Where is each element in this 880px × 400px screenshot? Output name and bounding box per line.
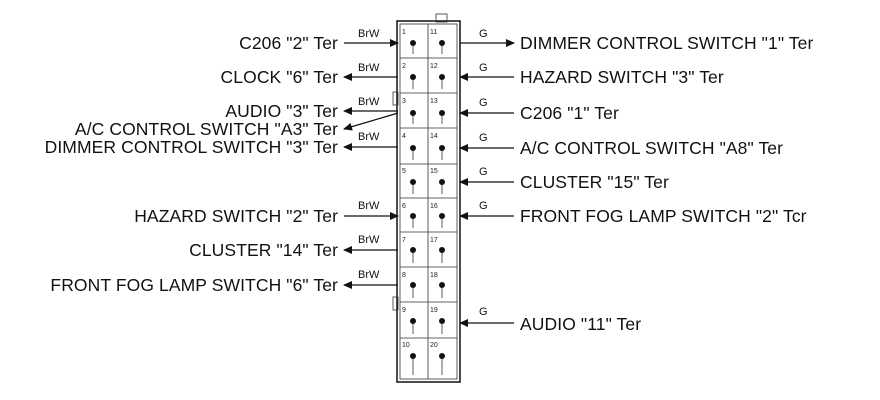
pin-dot bbox=[410, 179, 416, 185]
wire-arrow bbox=[343, 112, 399, 131]
connector-key-lower bbox=[392, 296, 399, 311]
pin-number: 2 bbox=[402, 63, 406, 70]
pin-number: 8 bbox=[402, 272, 406, 279]
component-label: HAZARD SWITCH "2" Ter bbox=[134, 206, 338, 226]
pin-numbers-left: 1 2 3 4 5 6 7 8 9 10 bbox=[402, 29, 410, 349]
pin-number: 6 bbox=[402, 203, 406, 210]
left-connection-clock-6: CLOCK "6" Ter BrW bbox=[221, 62, 398, 87]
component-label: A/C CONTROL SWITCH "A3" Ter bbox=[75, 119, 338, 139]
pin-dot bbox=[410, 110, 416, 116]
wire-color-label: BrW bbox=[358, 131, 380, 143]
pin-number: 11 bbox=[430, 29, 437, 36]
left-connection-dimmer-control-3: DIMMER CONTROL SWITCH "3" Ter BrW bbox=[45, 131, 398, 157]
pin-number: 18 bbox=[430, 272, 438, 279]
pin-dot bbox=[439, 40, 445, 46]
pin-number: 3 bbox=[402, 98, 406, 105]
left-connections: C206 "2" Ter BrW CLOCK "6" Ter BrW AUDIO… bbox=[45, 28, 399, 295]
right-connection-dimmer-control-1: G DIMMER CONTROL SWITCH "1" Ter bbox=[460, 28, 813, 53]
pin-dot bbox=[439, 353, 445, 359]
pin-dot bbox=[410, 282, 416, 288]
connector-outline bbox=[396, 20, 461, 383]
wire-color-label: G bbox=[479, 166, 488, 178]
wire-color-label: BrW bbox=[358, 62, 380, 74]
wire-color-label: BrW bbox=[358, 96, 380, 108]
connector-inner-outline bbox=[399, 23, 458, 380]
pin-number: 7 bbox=[402, 237, 406, 244]
component-label: DIMMER CONTROL SWITCH "3" Ter bbox=[45, 137, 338, 157]
connector-latch bbox=[435, 13, 448, 23]
component-label: FRONT FOG LAMP SWITCH "6" Ter bbox=[50, 275, 338, 295]
connector-pins bbox=[410, 40, 445, 375]
wire-color-label: G bbox=[479, 200, 488, 212]
pin-dot bbox=[439, 247, 445, 253]
left-connection-hazard-2: HAZARD SWITCH "2" Ter BrW bbox=[134, 200, 399, 226]
pin-dot bbox=[410, 213, 416, 219]
pin-number: 14 bbox=[430, 133, 438, 140]
pin-number: 5 bbox=[402, 168, 406, 175]
pin-number: 4 bbox=[402, 133, 406, 140]
connector-key-upper bbox=[392, 91, 399, 106]
connector-row-dividers bbox=[400, 57, 457, 339]
wire-color-label: BrW bbox=[358, 234, 380, 246]
pin-number: 10 bbox=[402, 342, 410, 349]
wire-color-label: G bbox=[479, 28, 488, 40]
component-label: C206 "2" Ter bbox=[239, 33, 338, 53]
pin-dot bbox=[410, 74, 416, 80]
pin-dot bbox=[439, 179, 445, 185]
right-connection-hazard-3: G HAZARD SWITCH "3" Ter bbox=[459, 62, 724, 87]
wire-color-label: G bbox=[479, 97, 488, 109]
component-label: FRONT FOG LAMP SWITCH "2" Tcr bbox=[520, 206, 807, 226]
pin-dot bbox=[439, 318, 445, 324]
pin-number: 16 bbox=[430, 203, 438, 210]
pin-dot bbox=[439, 110, 445, 116]
pin-dot bbox=[410, 353, 416, 359]
left-connection-c206-2: C206 "2" Ter BrW bbox=[239, 28, 399, 53]
pin-dot bbox=[439, 145, 445, 151]
pin-number: 20 bbox=[430, 342, 438, 349]
left-connection-ac-control-a3: A/C CONTROL SWITCH "A3" Ter bbox=[75, 112, 399, 139]
right-connection-c206-1: G C206 "1" Ter bbox=[459, 97, 619, 123]
component-label: HAZARD SWITCH "3" Ter bbox=[520, 67, 724, 87]
component-label: AUDIO "11" Ter bbox=[520, 314, 641, 334]
pin-number: 17 bbox=[430, 237, 438, 244]
wire-color-label: G bbox=[479, 62, 488, 74]
right-connections: G DIMMER CONTROL SWITCH "1" Ter G HAZARD… bbox=[459, 28, 813, 334]
right-connection-cluster-15: G CLUSTER "15" Ter bbox=[459, 166, 669, 192]
right-connection-audio-11: G AUDIO "11" Ter bbox=[459, 306, 641, 334]
pin-dot bbox=[439, 282, 445, 288]
wire-color-label: G bbox=[479, 306, 488, 318]
pin-dot bbox=[410, 247, 416, 253]
wire-color-label: BrW bbox=[358, 200, 380, 212]
pin-number: 1 bbox=[402, 29, 406, 36]
wire-color-label: G bbox=[479, 132, 488, 144]
pin-dot bbox=[410, 40, 416, 46]
component-label: CLUSTER "14" Ter bbox=[189, 240, 338, 260]
pin-dot bbox=[410, 318, 416, 324]
pin-dot bbox=[410, 145, 416, 151]
pin-dot bbox=[439, 213, 445, 219]
right-connection-ac-control-a8: G A/C CONTROL SWITCH "A8" Ter bbox=[459, 132, 783, 158]
left-connection-cluster-14: CLUSTER "14" Ter BrW bbox=[189, 234, 398, 260]
component-label: DIMMER CONTROL SWITCH "1" Ter bbox=[520, 33, 813, 53]
pin-number: 13 bbox=[430, 98, 438, 105]
left-connection-audio-3: AUDIO "3" Ter BrW bbox=[225, 96, 398, 121]
pin-numbers-right: 11 12 13 14 15 16 17 18 19 20 bbox=[430, 29, 438, 349]
component-label: A/C CONTROL SWITCH "A8" Ter bbox=[520, 138, 783, 158]
pin-dot bbox=[439, 74, 445, 80]
component-label: AUDIO "3" Ter bbox=[225, 101, 338, 121]
wire-color-label: BrW bbox=[358, 269, 380, 281]
component-label: C206 "1" Ter bbox=[520, 103, 619, 123]
wire-color-label: BrW bbox=[358, 28, 380, 40]
right-connection-front-fog-2: G FRONT FOG LAMP SWITCH "2" Tcr bbox=[459, 200, 807, 226]
component-label: CLUSTER "15" Ter bbox=[520, 172, 669, 192]
connector bbox=[392, 13, 461, 383]
left-connection-front-fog-6: FRONT FOG LAMP SWITCH "6" Ter BrW bbox=[50, 269, 398, 295]
pin-number: 9 bbox=[402, 307, 406, 314]
pin-number: 15 bbox=[430, 168, 438, 175]
component-label: CLOCK "6" Ter bbox=[221, 67, 339, 87]
pin-number: 12 bbox=[430, 63, 438, 70]
pin-number: 19 bbox=[430, 307, 438, 314]
